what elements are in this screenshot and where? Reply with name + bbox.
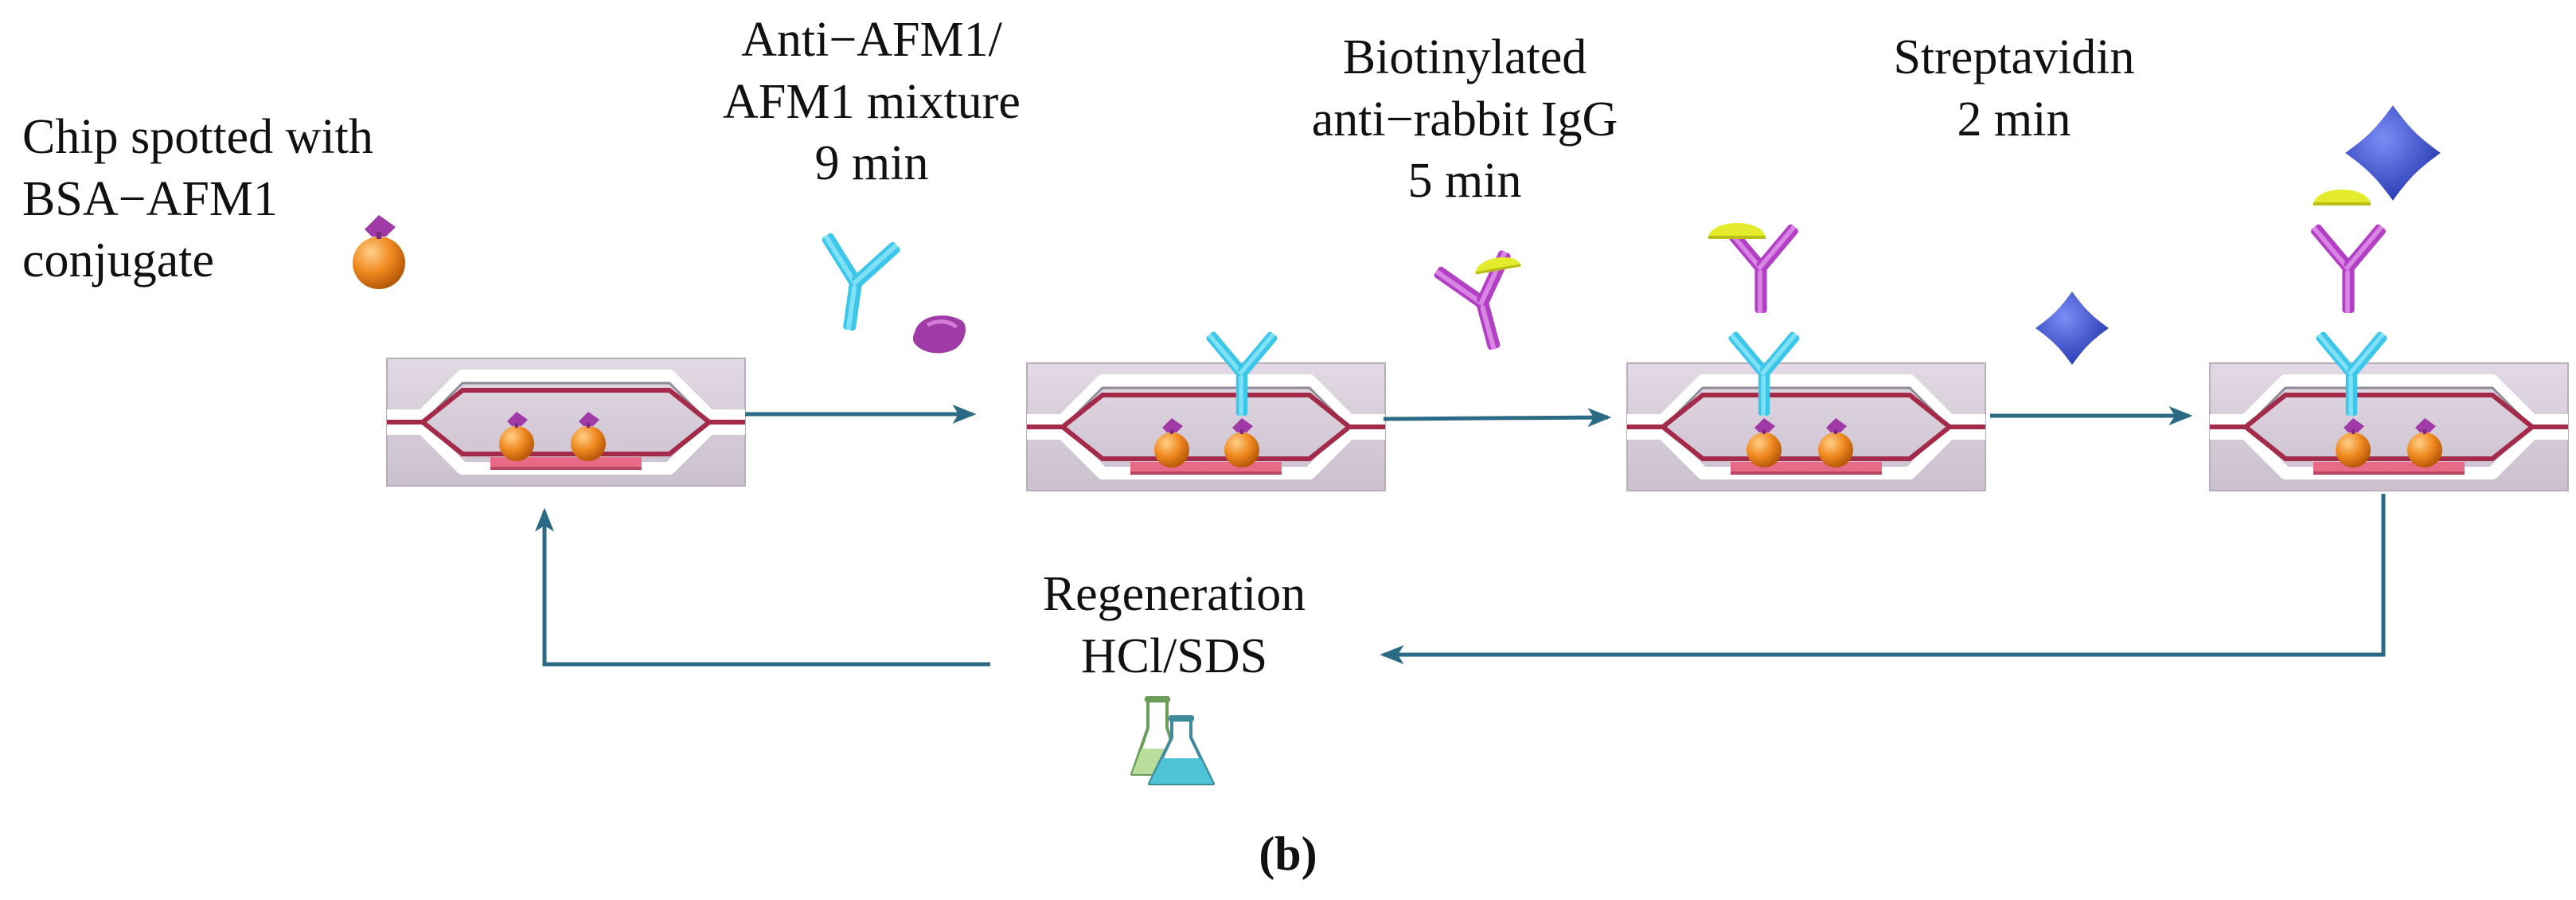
step-4-line-2: 2 min bbox=[1957, 92, 2071, 147]
chip-2 bbox=[1027, 331, 1385, 491]
chip-1 bbox=[387, 358, 745, 486]
regeneration-line-2: HCl/SDS bbox=[1080, 628, 1268, 683]
step-2-caption: Anti−AFM1/ AFM1 mixture 9 min bbox=[693, 10, 1051, 195]
step-1-line-1: Chip spotted with bbox=[22, 110, 373, 164]
step-2-line-1: Anti−AFM1/ bbox=[741, 13, 1002, 67]
step-2-line-3: 9 min bbox=[814, 136, 929, 190]
arrow-regeneration-out bbox=[535, 507, 990, 667]
step-1-line-2: BSA−AFM1 bbox=[22, 171, 278, 226]
regeneration-line-1: Regeneration bbox=[1042, 567, 1306, 621]
regeneration-caption: Regeneration HCl/SDS bbox=[987, 564, 1361, 687]
antibody-icon bbox=[809, 230, 903, 336]
step-4-caption: Streptavidin 2 min bbox=[1831, 27, 2197, 151]
arrow-step-2 bbox=[1383, 408, 1612, 428]
streptavidin-icon bbox=[2035, 292, 2109, 365]
chip-3 bbox=[1627, 221, 1985, 491]
arrow-regeneration-in bbox=[1380, 494, 2386, 664]
panel-label: (b) bbox=[1259, 828, 1317, 880]
lab-flasks-icon bbox=[1130, 696, 1215, 785]
step-3-line-2: anti−rabbit IgG bbox=[1311, 92, 1618, 147]
chip-4 bbox=[2210, 105, 2568, 491]
afm1-molecule-icon bbox=[913, 315, 966, 353]
step-3-caption: Biotinylated anti−rabbit IgG 5 min bbox=[1258, 27, 1672, 213]
step-3-line-1: Biotinylated bbox=[1342, 30, 1587, 84]
step-1-caption: Chip spotted with BSA−AFM1 conjugate bbox=[22, 107, 373, 292]
step-3-line-3: 5 min bbox=[1407, 154, 1522, 208]
step-2-line-2: AFM1 mixture bbox=[723, 74, 1021, 129]
step-1-line-3: conjugate bbox=[22, 233, 215, 288]
step-4-line-1: Streptavidin bbox=[1893, 30, 2135, 84]
